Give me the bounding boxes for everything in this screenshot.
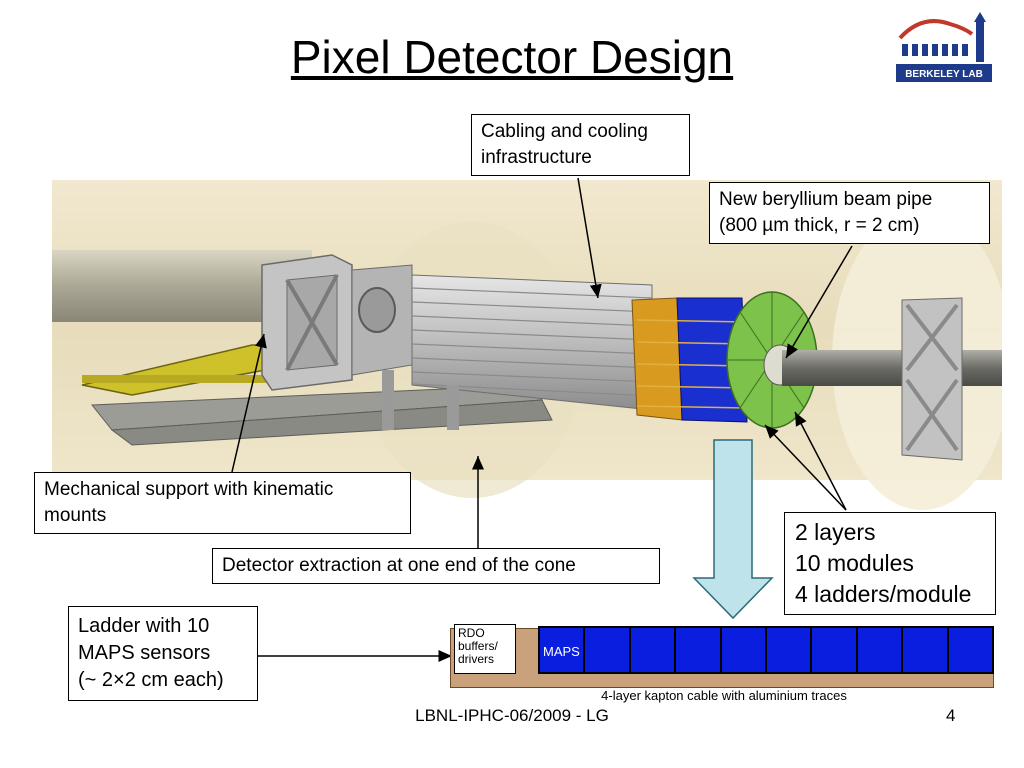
- callout-cabling-line-1: Cabling and cooling: [481, 121, 648, 142]
- logo-text: BERKELEY LAB: [905, 69, 983, 80]
- maps-sensor: [767, 628, 813, 672]
- callout-beam-pipe: New beryllium beam pipe (800 µm thick, r…: [709, 182, 990, 244]
- slide-title: Pixel Detector Design: [290, 31, 734, 83]
- callout-extraction-line-1: Detector extraction at one end of the co…: [222, 555, 576, 576]
- callout-detector-extraction: Detector extraction at one end of the co…: [212, 548, 660, 584]
- callout-layers-line-3: 4 ladders/module: [795, 581, 972, 607]
- callout-mechanical-line-1: Mechanical support with kinematic: [44, 479, 334, 500]
- callout-ladder-line-2: MAPS sensors: [78, 642, 211, 664]
- maps-sensor: [812, 628, 858, 672]
- callout-ladder-line-3: (~ 2×2 cm each): [78, 669, 224, 691]
- rdo-line-3: drivers: [458, 652, 495, 666]
- callout-layers-modules: 2 layers 10 modules 4 ladders/module: [784, 512, 996, 615]
- ladder-diagram: RDO buffers/ drivers MAPS: [450, 624, 996, 688]
- callout-beam-pipe-line-1: New beryllium beam pipe: [719, 189, 933, 210]
- footer-text: LBNL-IPHC-06/2009 - LG: [415, 706, 609, 725]
- callout-beam-pipe-line-2: (800 µm thick, r = 2 cm): [719, 215, 920, 236]
- callout-cabling: Cabling and cooling infrastructure: [471, 114, 690, 176]
- maps-sensor: [948, 628, 993, 672]
- callout-layers-line-1: 2 layers: [795, 519, 876, 545]
- callout-ladder-line-1: Ladder with 10: [78, 615, 210, 637]
- maps-sensor: [585, 628, 631, 672]
- big-down-arrow: [692, 439, 774, 620]
- kapton-cable-label: 4-layer kapton cable with aluminium trac…: [601, 688, 847, 703]
- maps-sensor: [857, 628, 904, 672]
- berkeley-lab-logo: BERKELEY LAB: [892, 8, 996, 88]
- rdo-box: RDO buffers/ drivers: [454, 624, 516, 674]
- detector-illustration: [52, 170, 1012, 520]
- maps-sensor: [676, 628, 722, 672]
- maps-sensor: [540, 628, 586, 672]
- callout-mechanical-support: Mechanical support with kinematic mounts: [34, 472, 411, 534]
- callout-mechanical-line-2: mounts: [44, 505, 107, 526]
- rdo-line-2: buffers/: [458, 639, 498, 653]
- callout-layers-line-2: 10 modules: [795, 550, 914, 576]
- maps-sensor: [630, 628, 677, 672]
- maps-label: MAPS: [543, 644, 580, 659]
- maps-sensor: [721, 628, 768, 672]
- callout-ladder: Ladder with 10 MAPS sensors (~ 2×2 cm ea…: [68, 606, 258, 701]
- rdo-line-1: RDO: [458, 626, 485, 640]
- callout-cabling-line-2: infrastructure: [481, 147, 592, 168]
- page-number: 4: [946, 706, 956, 725]
- maps-sensor: [903, 628, 949, 672]
- maps-sensor-row: [538, 626, 994, 674]
